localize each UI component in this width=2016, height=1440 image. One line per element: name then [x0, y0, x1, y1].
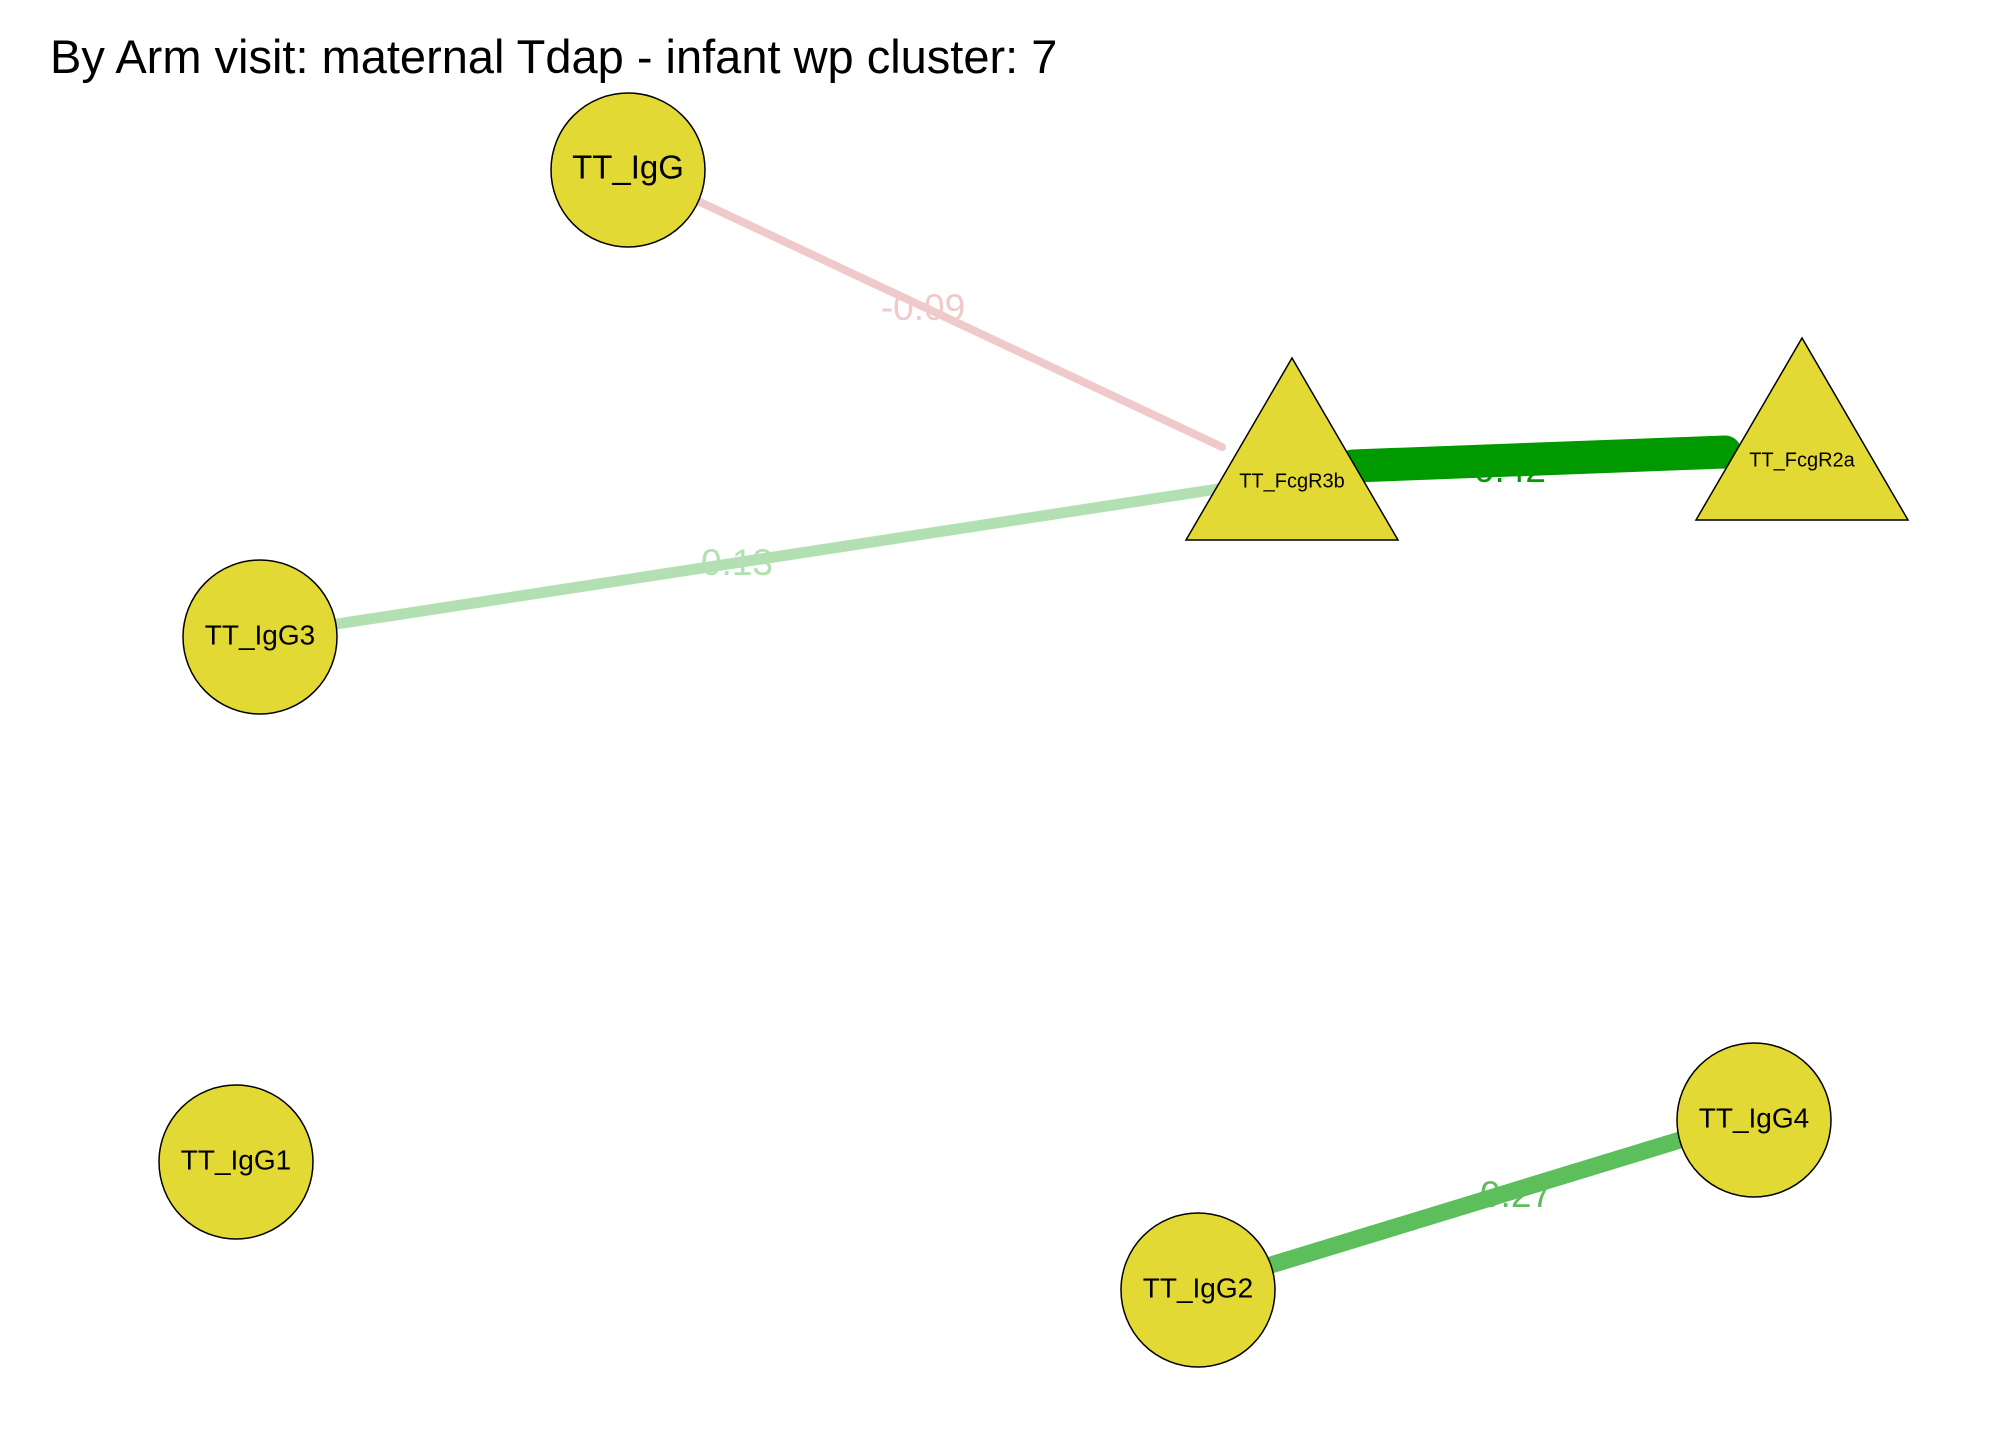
node-triangle	[1184, 356, 1400, 541]
node-TT_FcgR3b: TT_FcgR3b	[1184, 356, 1400, 541]
node-label: TT_IgG1	[181, 1144, 291, 1175]
node-triangle	[1694, 336, 1910, 521]
edge-TT_IgG2-TT_IgG4	[1262, 1131, 1689, 1274]
node-circle	[1120, 1212, 1276, 1368]
node-label: TT_IgG2	[1143, 1272, 1253, 1303]
node-TT_IgG2: TT_IgG2	[1120, 1212, 1276, 1368]
node-circle	[1676, 1042, 1832, 1198]
edge-labels-layer: -0.09 0.13 0.42 0.27	[701, 287, 1552, 1215]
node-label: TT_IgG	[572, 149, 684, 186]
node-circle	[550, 92, 706, 248]
node-circle	[182, 559, 338, 715]
edge-weight-label: -0.09	[881, 287, 965, 328]
node-label: TT_FcgR2a	[1749, 449, 1855, 471]
edge-weight-label: 0.13	[701, 542, 773, 583]
node-label: TT_IgG4	[1699, 1102, 1809, 1133]
node-label: TT_IgG3	[205, 619, 315, 650]
node-TT_IgG: TT_IgG	[550, 92, 706, 248]
node-label: TT_FcgR3b	[1239, 470, 1345, 492]
edge-TT_IgG-TT_FcgR3b	[696, 198, 1226, 451]
edge-weight-label: 0.42	[1474, 449, 1546, 490]
node-TT_IgG4: TT_IgG4	[1676, 1042, 1832, 1198]
edge-TT_IgG3-TT_FcgR3b	[331, 483, 1224, 630]
node-circle	[158, 1084, 314, 1240]
edge-weight-label: 0.27	[1480, 1174, 1552, 1215]
node-TT_IgG1: TT_IgG1	[158, 1084, 314, 1240]
diagram-title: By Arm visit: maternal Tdap - infant wp …	[50, 30, 1057, 83]
edges-layer	[331, 198, 1742, 1274]
edge-TT_FcgR3b-TT_FcgR2a	[1336, 435, 1742, 483]
node-TT_FcgR2a: TT_FcgR2a	[1694, 336, 1910, 521]
node-TT_IgG3: TT_IgG3	[182, 559, 338, 715]
